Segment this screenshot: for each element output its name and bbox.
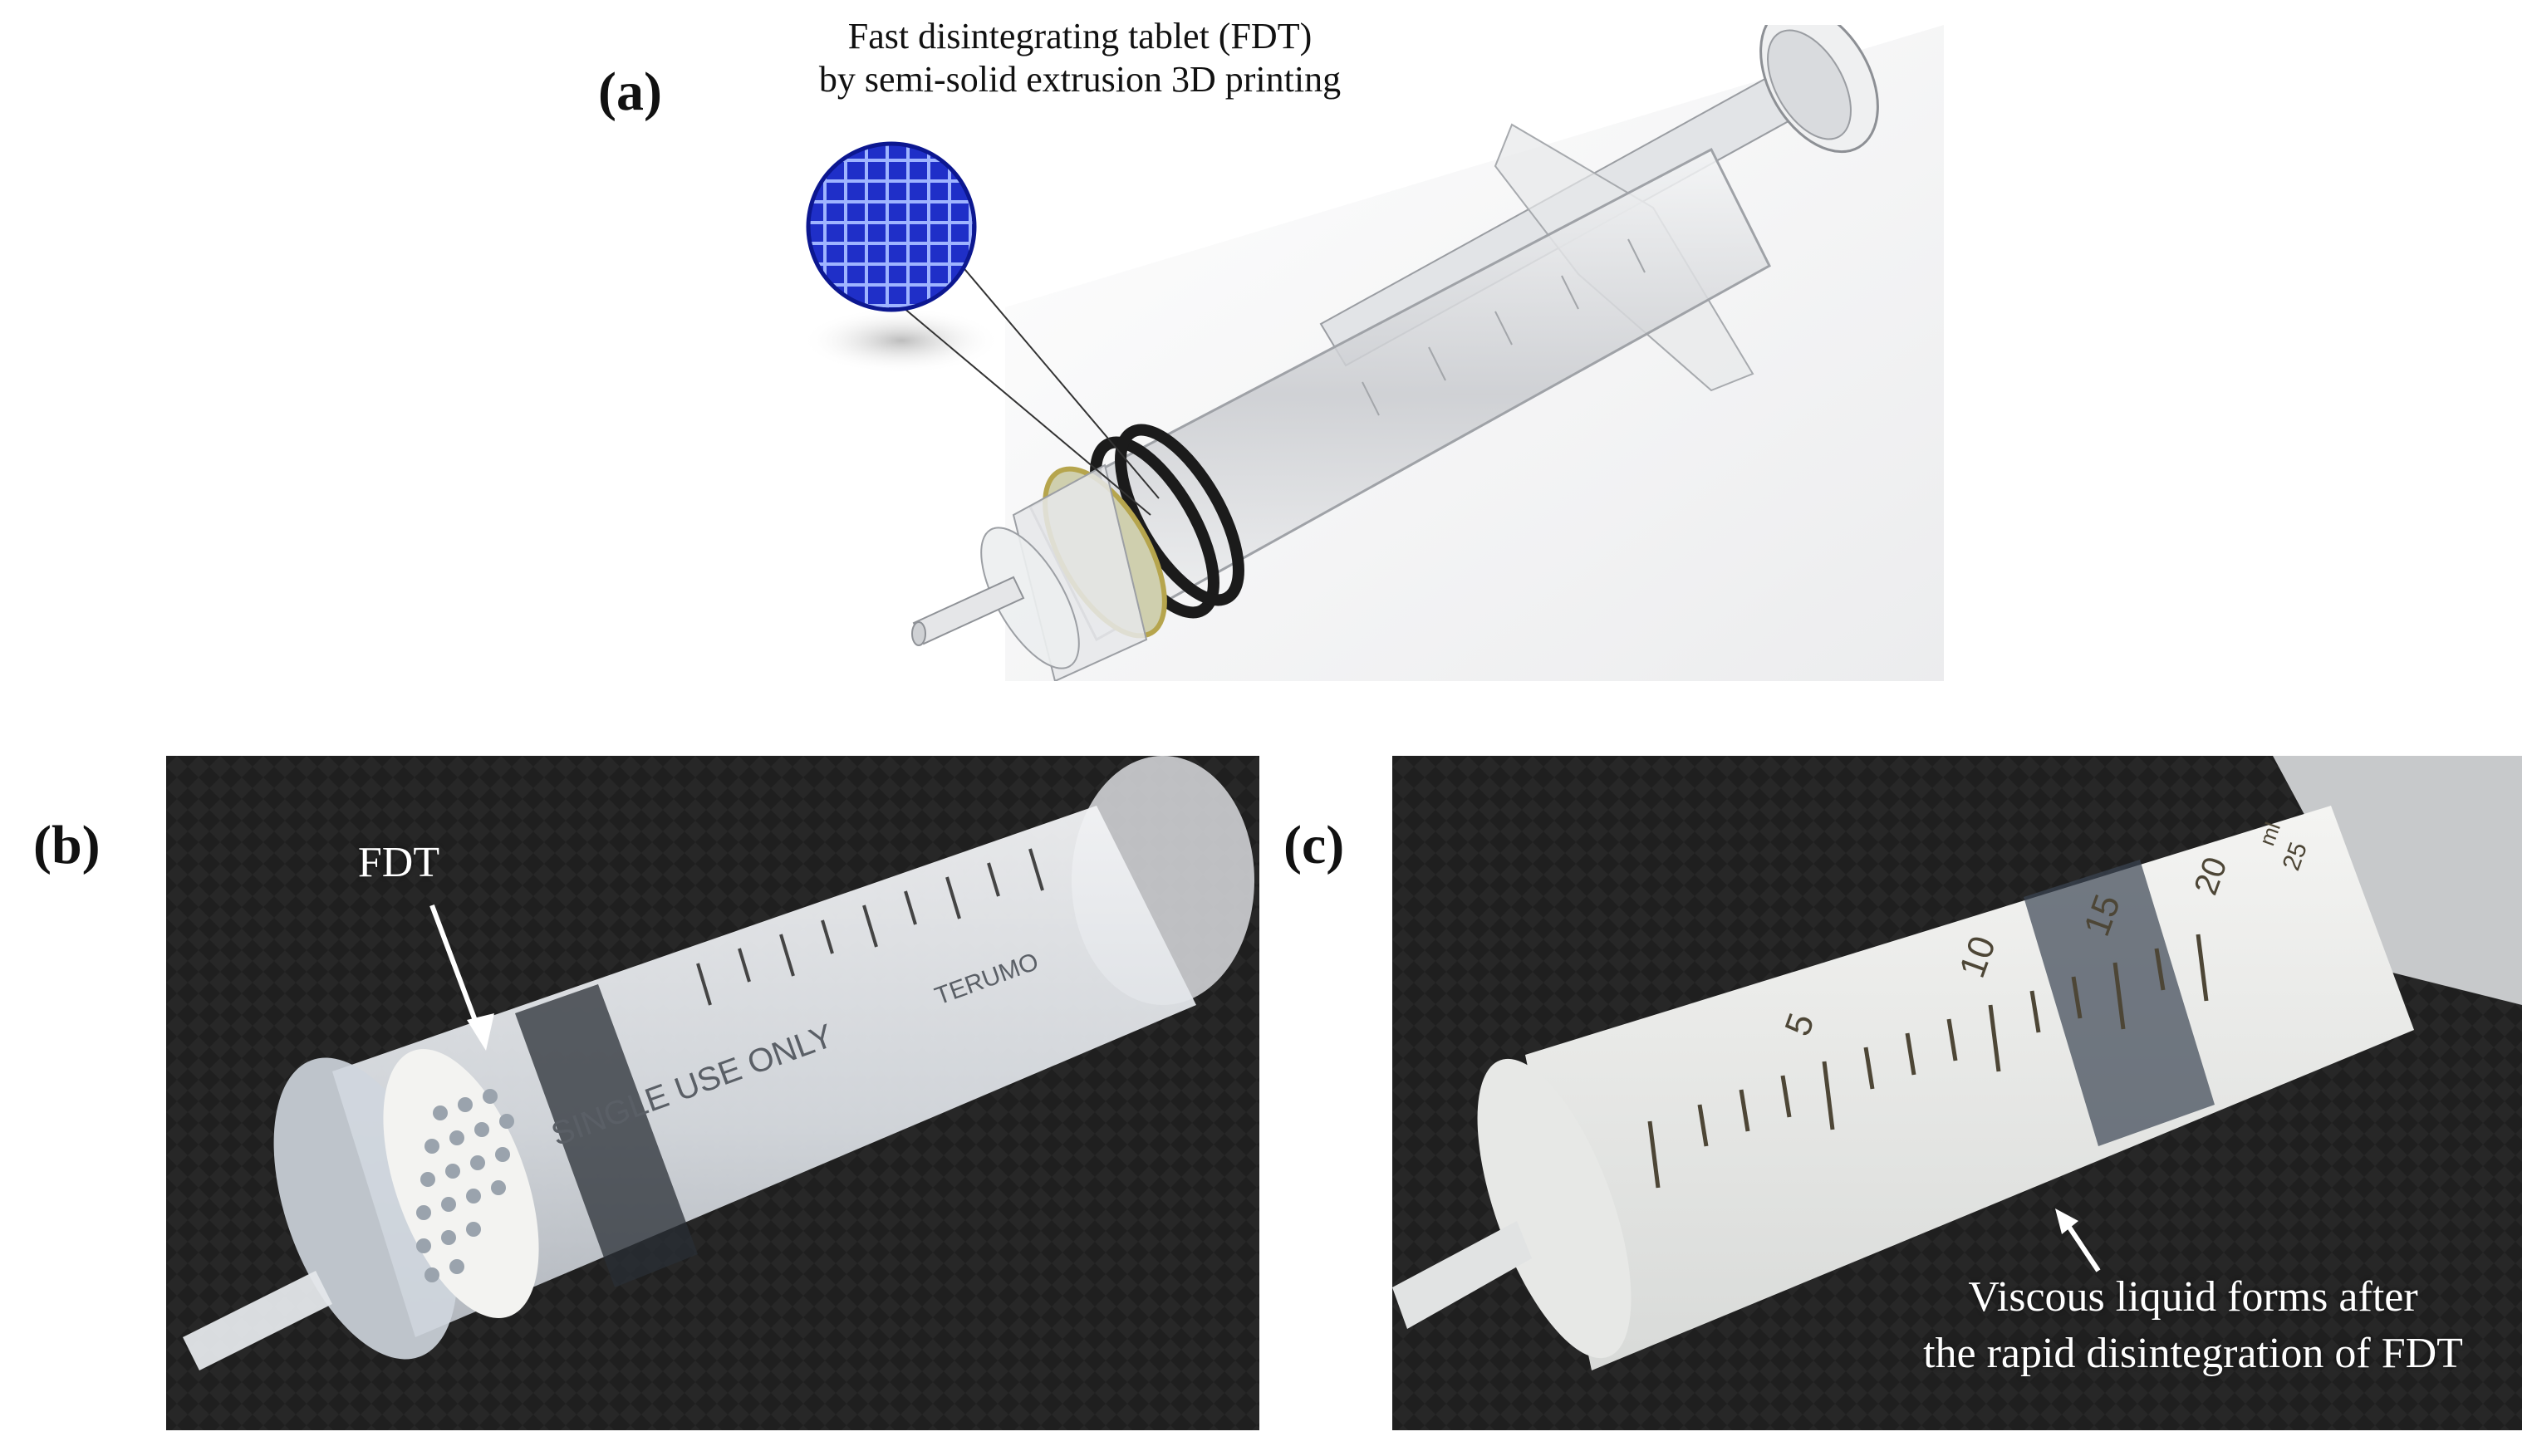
syringe-nozzle	[183, 1271, 332, 1370]
panel-b-annotation: FDT	[357, 839, 440, 886]
fdt-tablet-grid-icon	[804, 140, 979, 314]
zoom-line-bottom	[892, 298, 1151, 516]
fdt-arrow	[429, 904, 484, 1040]
plunger-stopper	[515, 984, 698, 1287]
panel-c-photo: 5 10 15 20 25 ml	[1392, 756, 2522, 1430]
barrel-scale-marks	[1647, 934, 2209, 1189]
liquid-arrow	[2063, 1219, 2101, 1272]
panel-a-caption-line2: by semi-solid extrusion 3D printing	[818, 58, 1342, 100]
panel-a-caption: Fast disintegrating tablet (FDT) by semi…	[731, 15, 1429, 101]
tablet-shadow	[802, 307, 1001, 374]
barrel-scale-marks	[696, 848, 1044, 1006]
panel-b-label: (b)	[33, 815, 101, 875]
fdt-disc-photo	[383, 1049, 539, 1318]
panel-c-annotation: Viscous liquid forms after the rapid dis…	[1877, 1269, 2509, 1381]
syringe-barrel	[1525, 806, 2414, 1370]
panel-b-photo: SINGLE USE ONLY TERUMO	[166, 756, 1259, 1430]
syringe-nozzle	[911, 576, 1025, 646]
syringe-3d-render	[781, 25, 1944, 681]
panel-a-label: (a)	[598, 61, 662, 122]
panel-a-caption-line1: Fast disintegrating tablet (FDT)	[847, 16, 1313, 56]
panel-c-annotation-line2: the rapid disintegration of FDT	[1923, 1329, 2463, 1377]
syringe-nozzle	[1392, 1221, 1532, 1329]
fdt-arrow-head	[467, 1013, 494, 1051]
panel-c-label: (c)	[1283, 815, 1345, 875]
syringe-barrel	[332, 806, 1196, 1337]
panel-c-annotation-line1: Viscous liquid forms after	[1968, 1273, 2418, 1321]
liquid-arrow-head	[2055, 1208, 2078, 1234]
